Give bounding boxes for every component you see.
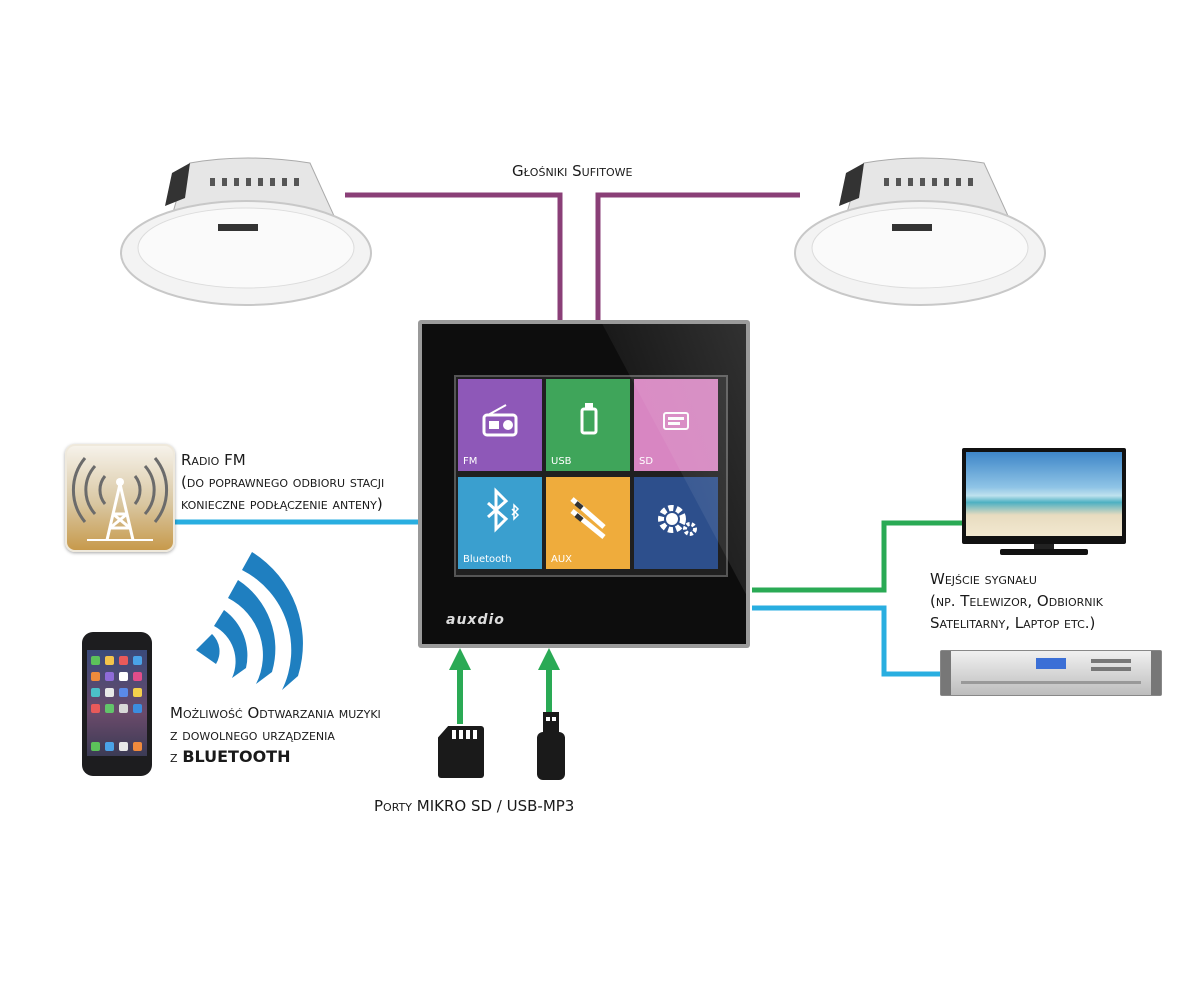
tile-sd-label: SD (639, 456, 654, 467)
aux-cable-icon (570, 497, 606, 539)
tv-stand-base (1000, 549, 1088, 555)
bluetooth-line3: z BLUETOOTH (170, 747, 291, 766)
radio-icon (482, 404, 518, 437)
panel-glass: FM USB SD (422, 324, 746, 644)
speaker-wire-right (595, 192, 800, 322)
sd-card-icon (663, 412, 689, 430)
bluetooth-bold-word: BLUETOOTH (182, 747, 291, 766)
signal-input-line2: (np. Telewizor, Odbiornik (930, 592, 1103, 610)
signal-input-line3: Satelitarny, Laptop etc.) (930, 614, 1096, 632)
signal-input-label: Wejście sygnału (np. Telewizor, Odbiorni… (930, 568, 1103, 634)
radio-note-line1: (do poprawnego odbioru stacji (181, 473, 385, 491)
sd-port-arrow (449, 648, 471, 724)
settings-gear-icon (658, 505, 697, 536)
speaker-wire-left (345, 192, 563, 322)
brand-logo: auxdio (446, 612, 505, 628)
ceiling-speaker-left (120, 157, 372, 306)
tile-fm-label: FM (463, 456, 478, 467)
tile-bluetooth[interactable]: Bluetooth (458, 477, 542, 569)
phone-screen (87, 650, 147, 756)
radio-title: Radio FM (181, 451, 246, 469)
rack-ear-left (941, 651, 951, 695)
sd-card-icon (438, 726, 484, 778)
tile-sd[interactable]: SD (634, 379, 718, 471)
tile-aux-label: AUX (551, 554, 573, 565)
ceiling-speaker-right (794, 157, 1046, 306)
speakers-label: Głośniki Sufitowe (512, 162, 633, 180)
tile-aux[interactable]: AUX (546, 477, 630, 569)
television (962, 448, 1126, 544)
touch-screen: FM USB SD (454, 375, 728, 577)
smartphone (82, 632, 152, 776)
radio-antenna-icon-box (65, 444, 175, 552)
tile-settings[interactable] (634, 477, 718, 569)
tv-stand-neck (1034, 544, 1054, 550)
receiver-input-wire (752, 605, 942, 677)
bluetooth-label: Możliwość Odtwarzania muzyki z dowolnego… (170, 702, 381, 768)
satellite-receiver (940, 650, 1162, 696)
bluetooth-waves-icon (196, 552, 303, 690)
tile-usb[interactable]: USB (546, 379, 630, 471)
signal-input-line1: Wejście sygnału (930, 570, 1037, 588)
tile-usb-label: USB (551, 456, 572, 467)
tv-screen (966, 452, 1122, 536)
bluetooth-icon (487, 487, 520, 533)
receiver-display (1036, 658, 1066, 669)
bluetooth-line2: z dowolnego urządzenia (170, 726, 335, 744)
usb-drive-icon (580, 403, 598, 435)
rack-ear-right (1151, 651, 1161, 695)
bluetooth-line1: Możliwość Odtwarzania muzyki (170, 704, 381, 722)
radio-label: Radio FM (do poprawnego odbioru stacji k… (181, 449, 384, 515)
wall-control-panel: FM USB SD (418, 320, 750, 648)
tile-bluetooth-label: Bluetooth (463, 554, 512, 565)
tile-fm[interactable]: FM (458, 379, 542, 471)
usb-stick-icon (537, 712, 565, 780)
tv-input-wire (752, 520, 966, 593)
radio-tower-icon (71, 457, 169, 541)
usb-port-arrow (538, 648, 560, 712)
radio-note-line2: konieczne podłączenie anteny) (181, 495, 383, 513)
ports-label: Porty MIKRO SD / USB-MP3 (374, 797, 575, 815)
